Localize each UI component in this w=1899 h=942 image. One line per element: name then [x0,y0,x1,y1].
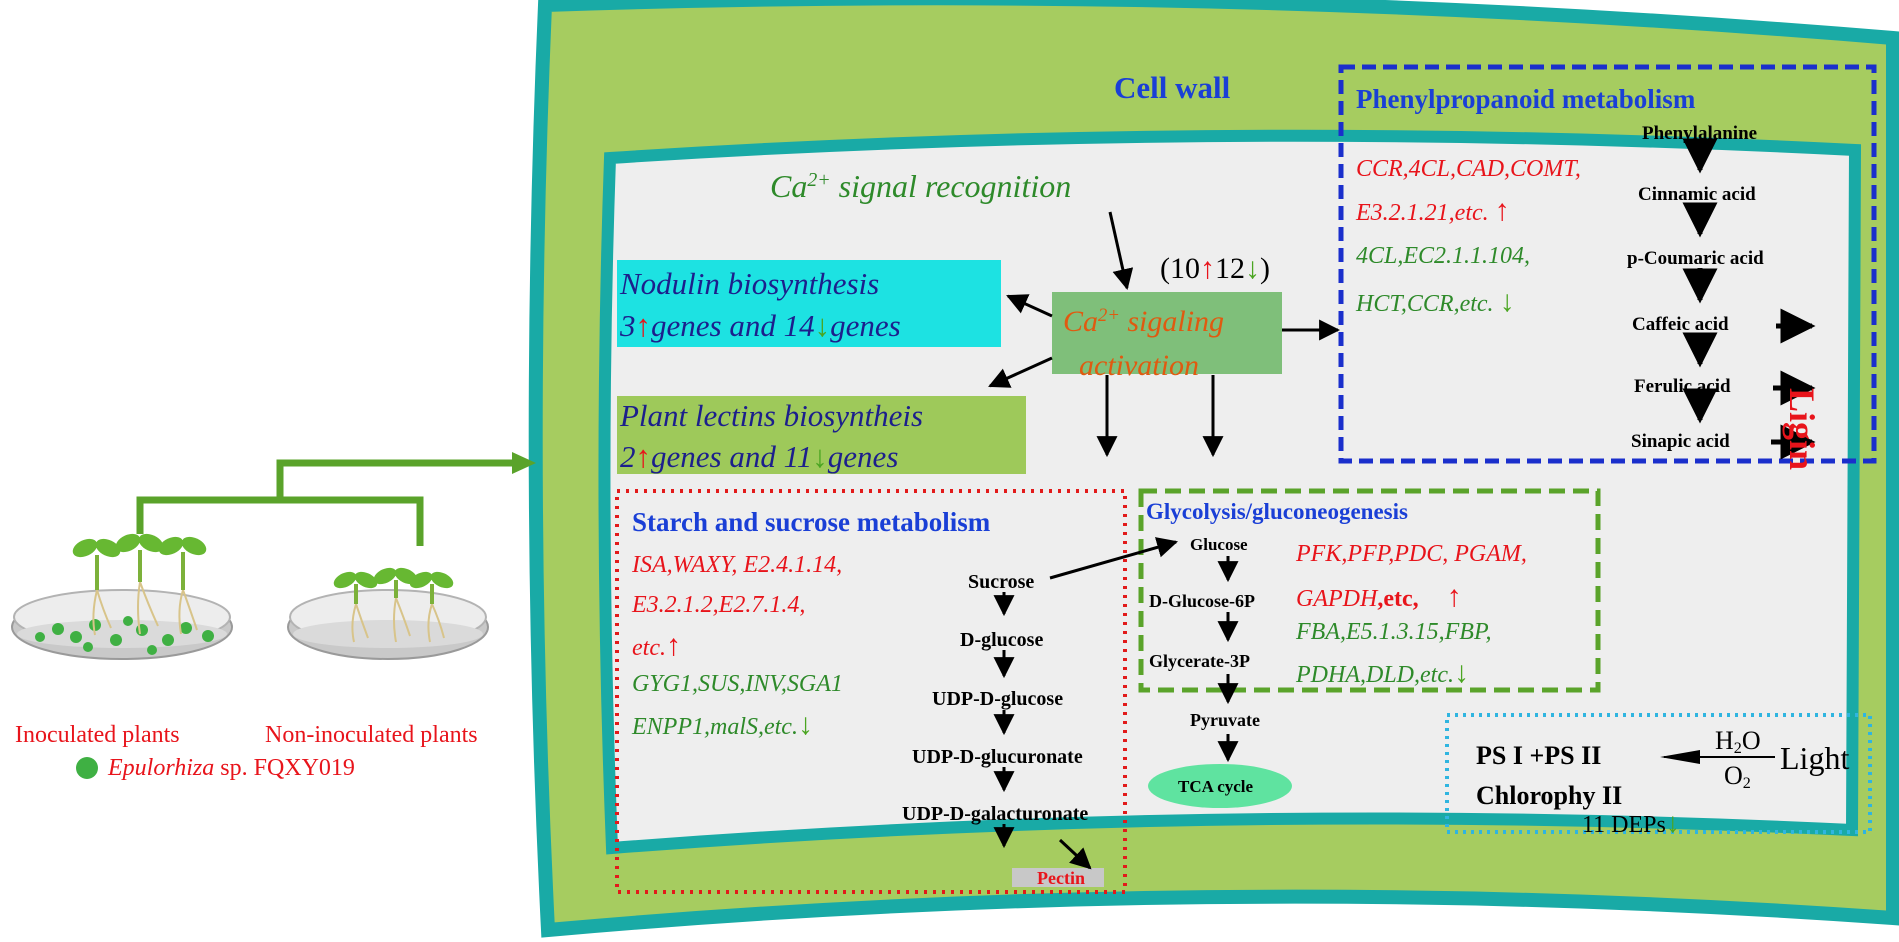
starch-down-genes-1: GYG1,SUS,INV,SGA1 [632,671,843,697]
ps-line2: Chlorophy II [1476,781,1623,810]
glyco-up-genes-2: GAPDH,etc, ↑ [1296,580,1462,613]
glyco-down-genes-2: PDHA,DLD,etc.↓ [1296,656,1469,689]
down-arrow-icon: ↓ [812,439,828,474]
starch-up-genes-2: E3.2.1.2,E2.7.1.4, [632,592,806,618]
glyco-title: Glycolysis/gluconeogenesis [1146,499,1408,524]
lectin-counts: 2↑genes and 11↓genes [620,439,899,474]
starch-box [615,489,1127,894]
phenyl-step-2: p-Coumaric acid [1627,248,1764,269]
tca-label: TCA cycle [1178,777,1254,796]
cytoplasm [598,129,1862,855]
o2-label: O2 [1724,761,1751,793]
light-label: Light [1780,740,1850,776]
pectin-label: Pectin [1037,868,1085,888]
phenyl-step-1: Cinnamic acid [1638,184,1756,205]
starch-step-0: Sucrose [968,571,1035,593]
ca-count: (10↑12↓) [1160,252,1270,285]
glyco-box [1138,488,1601,693]
up-arrow-icon: ↑ [1446,580,1462,613]
phenyl-step-4: Ferulic acid [1634,376,1731,397]
tca-ellipse [1148,764,1292,808]
phenyl-step-5: Sinapic acid [1631,431,1730,452]
nodulin-counts: 3↑genes and 14↓genes [620,308,901,343]
down-arrow-icon: ↓ [1499,285,1515,318]
pectin-bg [1012,868,1104,887]
ca-activation: Ca2+ sigaling activation [1063,304,1225,382]
petri-dish-inoculated [11,533,233,660]
starch-arrows [993,537,1179,870]
ps-box [1445,713,1872,834]
cell-wall-label: Cell wall [1114,70,1231,105]
fungus-dot [76,757,98,779]
up-arrow-icon: ↑ [665,629,681,662]
petri-dish-noninoculated [287,567,489,660]
phenyl-down-genes-2: HCT,CCR,etc. ↓ [1356,285,1515,318]
down-arrow-icon: ↓ [814,308,831,343]
up-arrow-icon: ↑ [635,308,652,343]
ca-activation-bg [1052,292,1282,374]
h2o-label: H2O [1715,726,1761,758]
ps-line1: PS I +PS II [1476,741,1602,770]
phenyl-title: Phenylpropanoid metabolism [1356,84,1696,114]
down-arrow-icon: ↓ [1665,808,1680,839]
ca-arrows [988,211,1341,458]
phenyl-up-genes-1: CCR,4CL,CAD,COMT, [1356,156,1581,182]
starch-title: Starch and sucrose metabolism [632,507,991,537]
glyco-down-genes-1: FBA,E5.1.3.15,FBP, [1296,619,1492,645]
nodulin-title: Nodulin biosynthesis [620,266,880,301]
phenyl-step-0: Phenylalanine [1642,123,1758,144]
glyco-step-3: Pyruvate [1190,710,1260,730]
glyco-up-genes-1: PFK,PFP,PDC, PGAM, [1296,541,1527,567]
inoculated-label: Inoculated plants [15,722,180,748]
noninoculated-label: Non-inoculated plants [265,722,478,748]
down-arrow-icon: ↓ [1453,656,1469,689]
starch-step-2: UDP-D-glucose [932,688,1064,710]
up-arrow-icon: ↑ [1494,194,1510,227]
glyco-step-2: Glycerate-3P [1149,651,1250,671]
glyco-step-1: D-Glucose-6P [1149,591,1255,611]
ligin-label: Ligin [1782,388,1822,471]
dish-connector [136,459,520,546]
starch-down-genes-2: ENPP1,malS,etc.↓ [632,708,813,741]
dish-connector-arrow [512,452,536,474]
phenyl-down-genes-1: 4CL,EC2.1.1.104, [1356,243,1531,269]
phenyl-step-3: Caffeic acid [1632,314,1729,335]
down-arrow-icon: ↓ [797,708,813,741]
up-arrow-icon: ↑ [1200,252,1215,285]
light-arrow [1660,750,1775,764]
starch-up-genes-1: ISA,WAXY, E2.4.1.14, [632,552,843,578]
up-arrow-icon: ↑ [635,439,652,474]
starch-up-genes-3: etc.↑ [632,629,681,662]
starch-step-1: D-glucose [960,629,1044,651]
fungus-label: Epulorhiza sp. FQXY019 [108,755,355,781]
deps-label: 11 DEPs↓ [1582,808,1680,839]
nodulin-bg [617,260,1001,347]
phenyl-arrows [1682,138,1816,460]
ca-recognition: Ca2+ signal recognition [770,168,1072,204]
starch-step-3: UDP-D-glucuronate [912,746,1083,768]
lectin-bg [617,396,1026,474]
starch-step-4: UDP-D-galacturonate [902,803,1089,825]
down-arrow-icon: ↓ [1245,252,1260,285]
lectin-title: Plant lectins biosyntheis [620,398,924,433]
glyco-step-0: Glucose [1190,535,1248,554]
phenyl-up-genes-2: E3.2.1.21,etc. ↑ [1356,194,1510,227]
